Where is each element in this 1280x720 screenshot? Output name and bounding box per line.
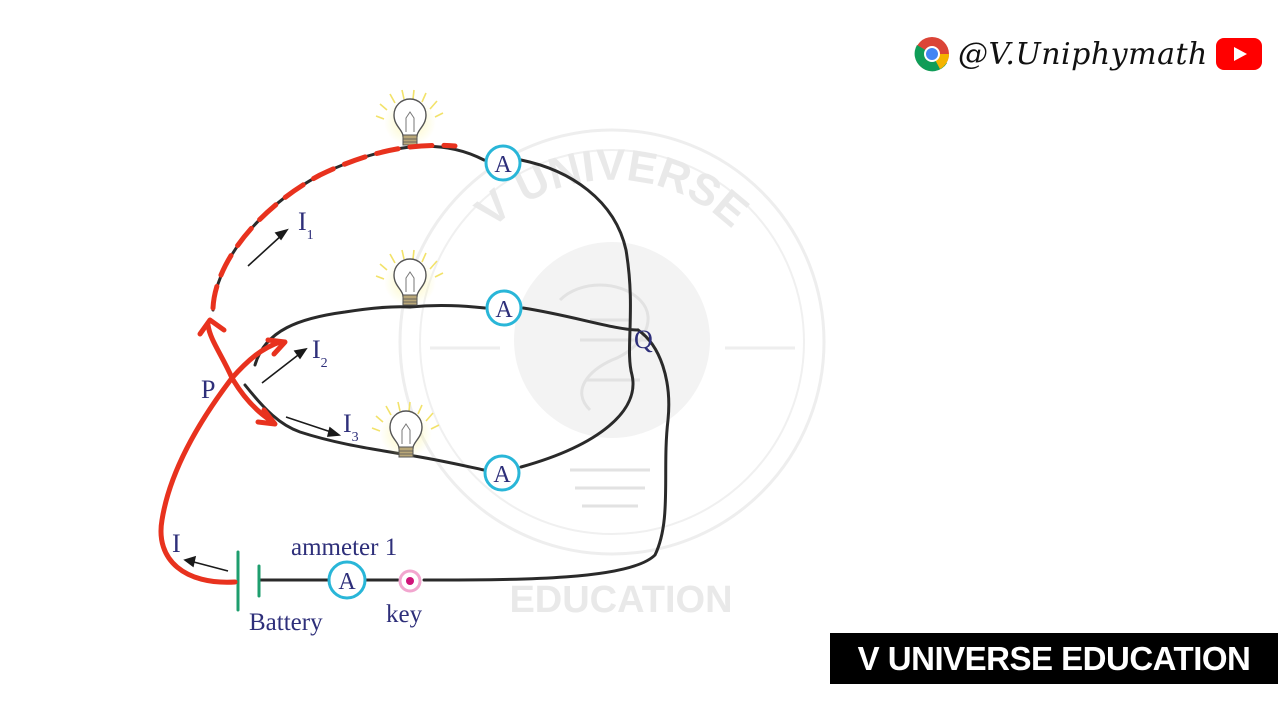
- ammeter-branch-2-symbol: A: [495, 297, 513, 323]
- wire-bulb2-ammeter: [408, 303, 487, 310]
- label-i1: I1: [298, 207, 314, 243]
- label-i3: I3: [343, 409, 359, 445]
- label-i-total: I: [172, 529, 181, 558]
- ammeter-branch-1-symbol: A: [494, 152, 512, 178]
- wires: [211, 144, 671, 582]
- current-path-to-branch-3: [229, 375, 273, 423]
- current-arrow-branch-2: [265, 337, 288, 357]
- current-path-main: [158, 339, 283, 585]
- label-junction-p: P: [201, 375, 215, 404]
- current-path: [158, 142, 458, 585]
- chrome-icon: [914, 37, 949, 72]
- label-junction-q: Q: [634, 325, 653, 354]
- label-key: key: [386, 601, 423, 628]
- channel-handle: @V.Uniphymath: [914, 30, 1262, 78]
- current-arrow-branch-1: [197, 317, 227, 337]
- wire-branch-2-left: [253, 305, 412, 367]
- label-i2: I2: [312, 335, 328, 371]
- youtube-icon: [1215, 38, 1262, 70]
- arrow-i2: [261, 351, 303, 384]
- wire-bulb3-ammeter: [406, 453, 486, 472]
- arrow-i3: [285, 416, 335, 434]
- arrow-i-total: [189, 560, 229, 572]
- ammeter-branch-3-symbol: A: [493, 462, 511, 488]
- ammeter-branch-1: A: [484, 144, 522, 182]
- current-path-to-branch-1: [205, 322, 235, 381]
- current-path-branch-1-dashed: [210, 142, 458, 311]
- channel-handle-text: @V.Uniphymath: [958, 36, 1208, 72]
- wire-ammeter2-right: [521, 306, 640, 332]
- battery-cell: [236, 550, 261, 612]
- watermark-bottom-text: EDUCATION: [509, 579, 732, 621]
- bulb-2-icon: [375, 249, 444, 307]
- ammeter-branch-2: A: [485, 289, 523, 327]
- wire-key-to-q: [422, 328, 671, 582]
- current-direction-arrows: [183, 228, 342, 572]
- arrow-i1: [247, 233, 284, 267]
- key-switch: [398, 569, 422, 593]
- circuit-labels: I1 I2 I3 I P Q ammeter 1 Battery key: [172, 207, 653, 636]
- label-ammeter-1: ammeter 1: [291, 534, 397, 561]
- bulb-1-icon: [375, 89, 444, 147]
- ammeter-branch-3: A: [483, 454, 521, 492]
- ammeter-main: A: [327, 560, 367, 600]
- label-battery: Battery: [249, 609, 323, 636]
- current-arrow-branch-3: [255, 407, 278, 427]
- wire-branch-3-left: [243, 383, 410, 457]
- brand-banner: V UNIVERSE EDUCATION: [830, 633, 1278, 684]
- watermark: V UNIVERSE EDUCATION: [398, 128, 826, 621]
- ammeter-main-symbol: A: [338, 569, 356, 595]
